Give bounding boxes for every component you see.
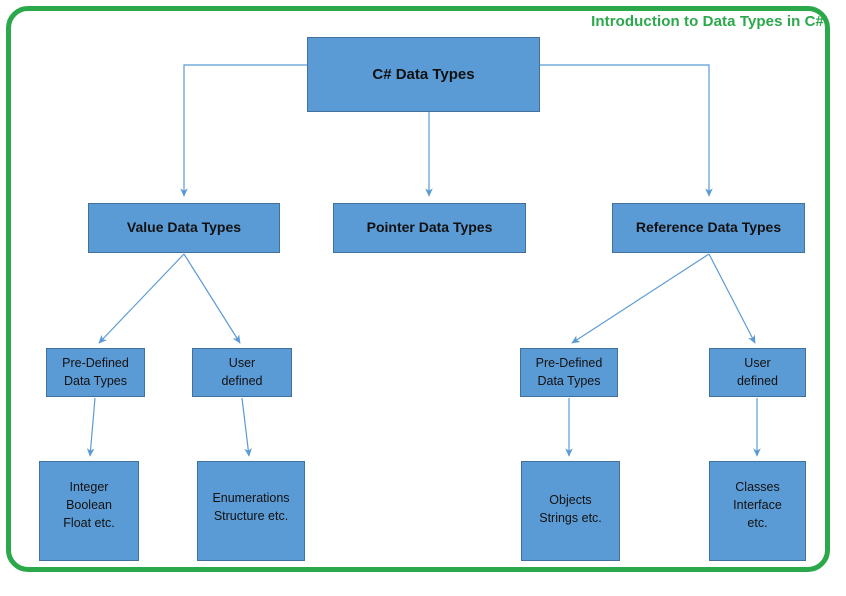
node-label: Pointer Data Types bbox=[366, 219, 493, 236]
node-label: Enumerations Structure etc. bbox=[212, 491, 290, 523]
node-label: Classes Interface etc. bbox=[733, 480, 782, 530]
edge-root-to-reference bbox=[540, 64, 713, 197]
node-label: Pre-Defined Data Types bbox=[535, 355, 603, 388]
edge-value-to-predefined bbox=[98, 253, 185, 344]
node-integer-boolean-float[interactable]: Integer Boolean Float etc. bbox=[39, 461, 139, 561]
edge-userdefined-to-enumerations bbox=[241, 397, 252, 457]
node-label: Value Data Types bbox=[126, 219, 242, 236]
node-reference-predefined-data-types[interactable]: Pre-Defined Data Types bbox=[520, 348, 618, 397]
edge-value-to-userdefined bbox=[183, 253, 241, 344]
node-label: C# Data Types bbox=[372, 65, 475, 83]
page-title: Introduction to Data Types in C# bbox=[591, 13, 824, 30]
node-value-user-defined[interactable]: User defined bbox=[192, 348, 292, 397]
edge-reference-to-userdefined bbox=[708, 253, 756, 344]
node-value-predefined-data-types[interactable]: Pre-Defined Data Types bbox=[46, 348, 145, 397]
node-label: User defined bbox=[736, 355, 778, 388]
node-reference-user-defined[interactable]: User defined bbox=[709, 348, 806, 397]
node-reference-data-types[interactable]: Reference Data Types bbox=[612, 203, 805, 253]
node-label: User defined bbox=[221, 355, 263, 388]
node-objects-strings[interactable]: Objects Strings etc. bbox=[521, 461, 620, 561]
edge-root-to-value bbox=[180, 64, 307, 197]
node-label: Objects Strings etc. bbox=[539, 493, 602, 525]
edge-predefined-to-integer bbox=[86, 397, 96, 457]
node-classes-interface[interactable]: Classes Interface etc. bbox=[709, 461, 806, 561]
node-value-data-types[interactable]: Value Data Types bbox=[88, 203, 280, 253]
node-label: Integer Boolean Float etc. bbox=[63, 480, 115, 530]
node-enumerations-structure[interactable]: Enumerations Structure etc. bbox=[197, 461, 305, 561]
node-label: Pre-Defined Data Types bbox=[62, 355, 129, 388]
node-label: Reference Data Types bbox=[635, 219, 782, 236]
edge-reference-to-predefined bbox=[571, 253, 710, 344]
node-pointer-data-types[interactable]: Pointer Data Types bbox=[333, 203, 526, 253]
node-csharp-data-types[interactable]: C# Data Types bbox=[307, 37, 540, 112]
